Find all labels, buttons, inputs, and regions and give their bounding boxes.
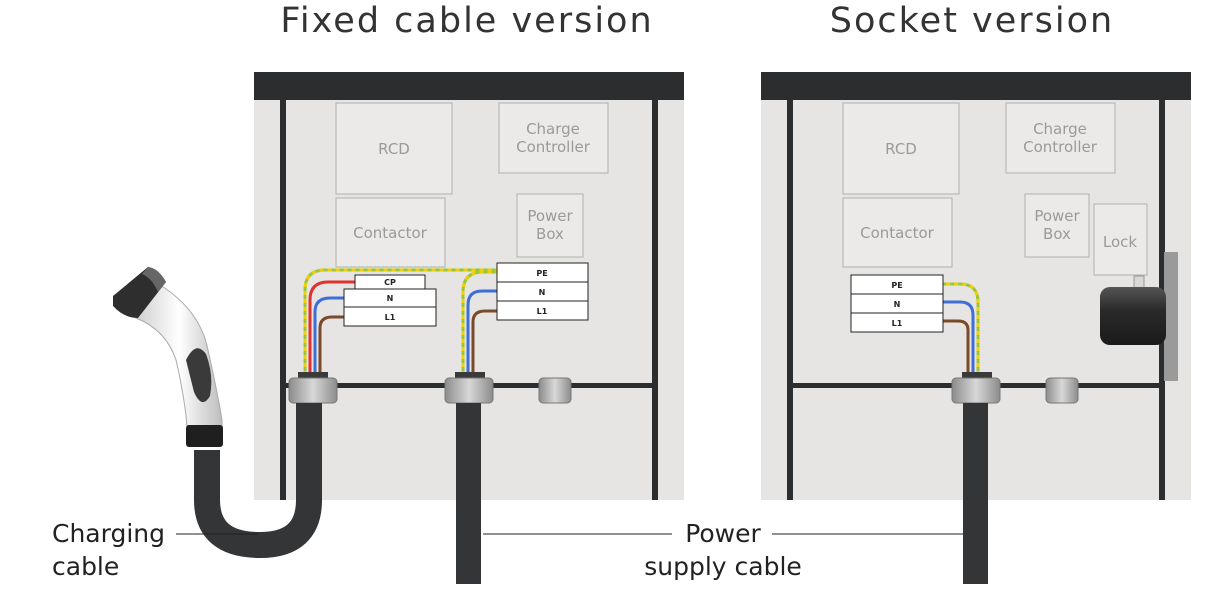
contactor-box — [335, 197, 446, 268]
terminal-supply-n-label: N — [539, 288, 546, 297]
terminal-l1 — [343, 306, 437, 327]
charging-cable-callout-line2: cable — [52, 552, 119, 581]
charging-plug — [113, 267, 223, 447]
socket-power-box-label-line2: Box — [1043, 225, 1071, 243]
supply-cable-wires-socket — [943, 282, 980, 375]
socket-pe-wire-stripe — [943, 282, 980, 375]
charging-terminal-block: CP N L1 — [343, 274, 437, 327]
power-supply-callout-line2: supply cable — [644, 552, 802, 581]
socket-charge-controller-box — [1005, 102, 1116, 174]
charging-n-wire — [313, 296, 344, 375]
supply-n-wire — [466, 289, 497, 375]
lock-label: Lock — [1103, 233, 1138, 251]
socket-contactor-box — [842, 197, 953, 268]
charge-controller-box — [498, 102, 609, 174]
socket-l1-wire — [943, 319, 970, 375]
socket-n-wire — [943, 300, 975, 375]
charging-socket-outlet — [1100, 252, 1178, 381]
fixed-panel-top-bar — [254, 72, 684, 100]
power-supply-cable-socket — [963, 403, 988, 584]
charge-controller-label-line1: Charge — [526, 120, 580, 138]
socket-rcd-box — [842, 102, 960, 195]
charging-cable-callout-line1: Charging — [52, 519, 165, 548]
power-supply-callout-line1: Power — [685, 519, 761, 548]
socket-terminal-pe-label: PE — [891, 281, 902, 290]
lock-box — [1093, 203, 1148, 276]
socket-power-box — [1024, 193, 1090, 258]
fixed-version-title: Fixed cable version — [280, 1, 653, 41]
socket-mount-plate — [1164, 252, 1178, 381]
rcd-label: RCD — [378, 140, 410, 158]
plug-strain-relief — [186, 425, 223, 447]
power-box — [516, 193, 584, 258]
charge-controller-label-line2: Controller — [516, 138, 591, 156]
charging-cable-wires — [303, 268, 497, 375]
fixed-panel-right-rail — [652, 100, 658, 500]
socket-terminal-l1 — [850, 312, 944, 333]
charging-cable — [194, 403, 322, 559]
supply-terminal-block-socket: PE N L1 — [850, 274, 944, 333]
supply-l1-wire — [471, 309, 497, 375]
power-supply-cable-fixed — [456, 403, 481, 584]
socket-rcd-label: RCD — [885, 140, 917, 158]
terminal-l1-label: L1 — [385, 313, 396, 322]
socket-contactor-label: Contactor — [860, 224, 935, 242]
supply-cable-wires-fixed — [461, 270, 497, 375]
socket-terminal-n-label: N — [894, 300, 901, 309]
socket-body — [1100, 287, 1166, 345]
contactor-label: Contactor — [353, 224, 428, 242]
power-box-label-line1: Power — [527, 207, 573, 225]
rcd-box — [335, 102, 453, 195]
plug-head-highlight — [142, 267, 166, 292]
socket-version-title: Socket version — [830, 1, 1114, 41]
socket-charge-controller-label-line2: Controller — [1023, 138, 1098, 156]
terminal-supply-l1 — [496, 300, 589, 321]
terminal-pe-label: PE — [536, 269, 547, 278]
power-box-label-line2: Box — [536, 225, 564, 243]
supply-terminal-block-fixed: PE N L1 — [496, 262, 589, 321]
socket-charge-controller-label-line1: Charge — [1033, 120, 1087, 138]
cable-gland-spare — [538, 377, 572, 404]
charging-l1-wire — [318, 315, 344, 375]
socket-panel-left-rail — [787, 100, 793, 500]
fixed-panel-left-rail — [280, 100, 286, 500]
socket-cable-gland-spare — [1045, 377, 1079, 404]
terminal-cp-label: CP — [384, 278, 396, 287]
socket-terminal-l1-label: L1 — [892, 319, 903, 328]
socket-panel-top-bar — [761, 72, 1191, 100]
socket-power-box-label-line1: Power — [1034, 207, 1080, 225]
cp-wire — [308, 280, 355, 375]
plug-body — [135, 284, 223, 441]
terminal-n-label: N — [387, 294, 394, 303]
supply-pe-wire-stripe — [461, 270, 497, 375]
plug-grip — [186, 348, 212, 403]
charging-pe-wire — [303, 268, 497, 375]
terminal-supply-l1-label: L1 — [537, 307, 548, 316]
